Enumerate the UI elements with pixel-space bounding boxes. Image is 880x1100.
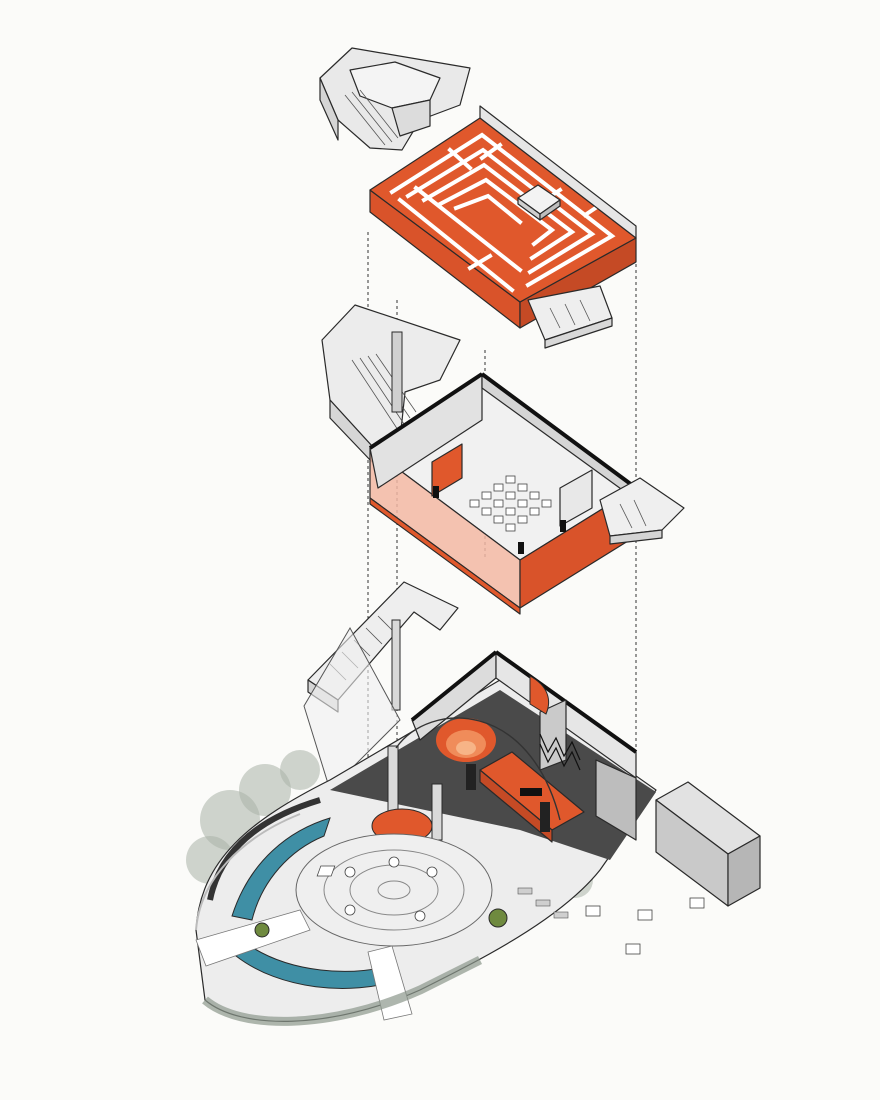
column [391,619,401,711]
arched-frame [395,717,561,821]
column [387,745,399,813]
upper-stair-block [321,304,461,463]
column [431,783,443,841]
column [433,486,439,498]
planter [254,922,270,938]
walkway [195,909,311,967]
entrance-steps [517,887,569,919]
upper-floor-level [321,304,685,615]
upper-exit-stair [599,477,685,545]
roof-exit-stair [527,285,613,349]
plaza-tables [344,856,438,922]
orange-feature-arcs [436,675,550,762]
ground-floor-level [186,581,761,1026]
planter [488,908,508,928]
roof-skylight [517,184,561,221]
column [518,542,524,554]
column [560,520,566,532]
stair-enclosure-glass [303,626,401,791]
roof-level [319,47,637,349]
reflecting-pool [231,817,331,921]
annex-block [655,781,761,907]
curved-bench-outer [195,813,301,931]
planting-strip [202,955,483,1026]
curved-bench [207,797,321,901]
display-shelving [539,733,581,771]
upper-partition [559,469,593,527]
seating-rows [469,475,552,532]
column [391,331,403,413]
circular-plaza [295,833,493,947]
roof-stair-tower [319,47,471,151]
upper-feature-wall [431,443,463,497]
roof-back-parapet [479,105,637,239]
outdoor-tables [316,865,705,955]
